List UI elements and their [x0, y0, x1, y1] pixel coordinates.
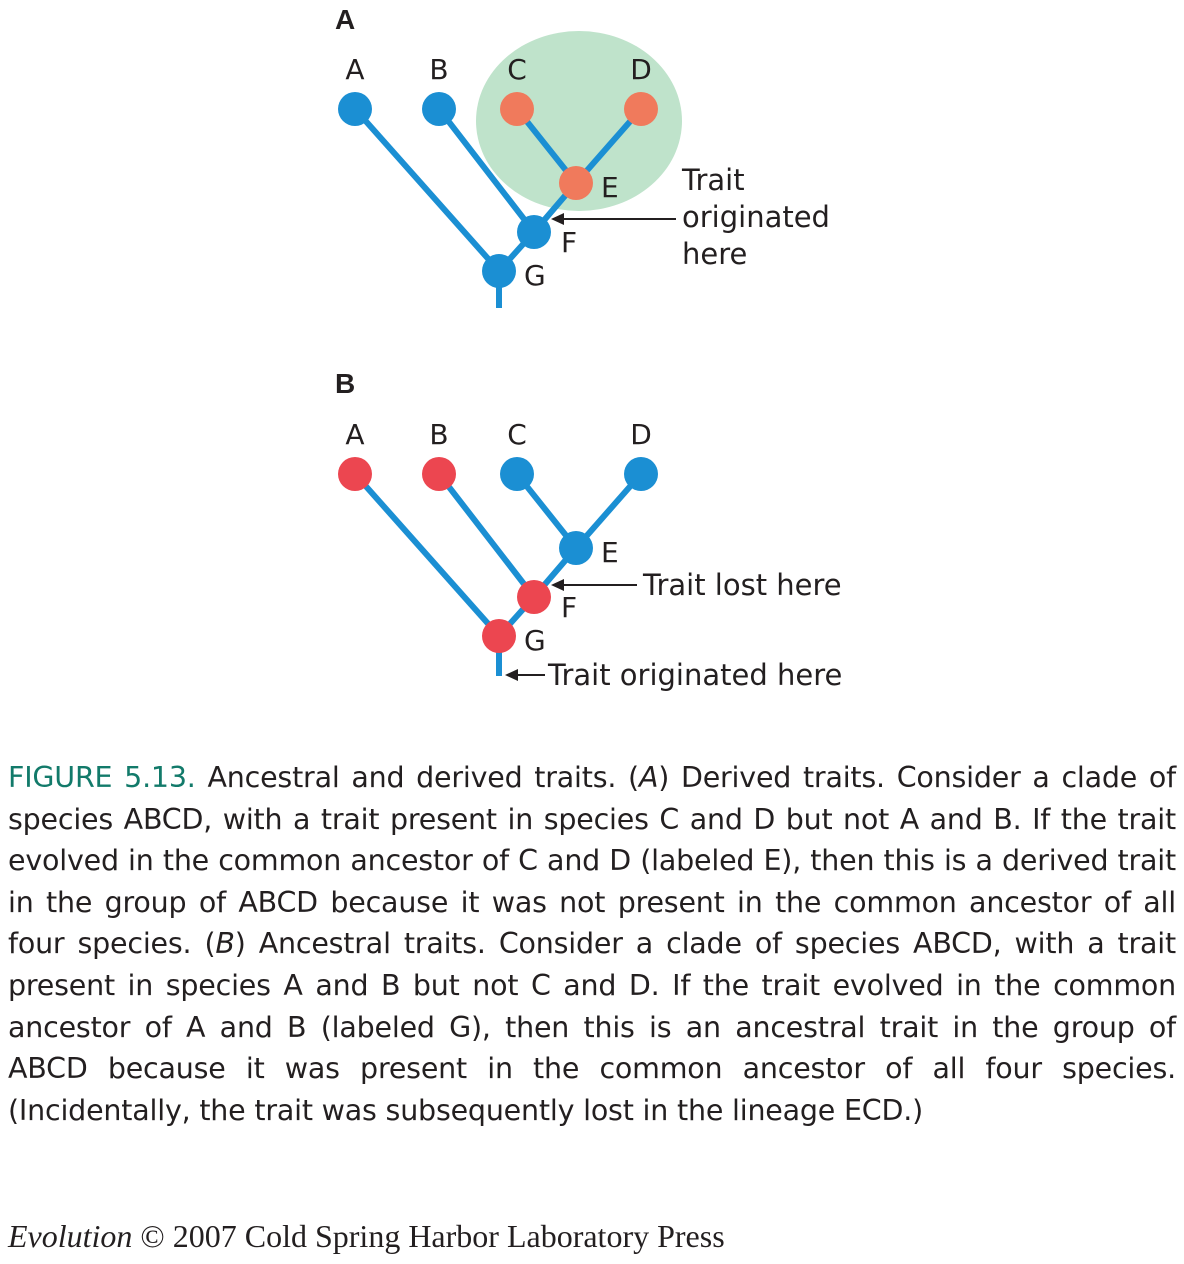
panel-b-node-d [624, 457, 658, 491]
panel-a-note-line-1: Trait [681, 163, 745, 197]
panel-b-node-label-e: E [601, 536, 619, 569]
panel-b-branch-g-a [352, 472, 502, 638]
panel-b-nodes [338, 457, 658, 653]
panel-a-node-g [482, 254, 516, 288]
panel-a-origin-arrow-head [551, 213, 564, 225]
panel-a-node-label-e: E [601, 171, 619, 204]
panel-b-labels: A B C D E F G [345, 418, 651, 657]
panel-a-taxon-a: A [345, 53, 364, 86]
panel-a-node-d [624, 92, 658, 126]
phylogeny-diagram: A A B C D E F G [335, 4, 842, 692]
panel-a-node-label-f: F [561, 226, 577, 259]
figure-caption: FIGURE 5.13. Ancestral and derived trait… [8, 757, 1176, 1131]
panel-b-node-a [338, 457, 372, 491]
panel-a-node-e [559, 166, 593, 200]
panel-a-note-line-3: here [682, 237, 747, 271]
panel-b-taxon-c: C [507, 418, 527, 451]
caption-part-3: ) Ancestral traits. Consider a clade of … [8, 927, 1176, 1127]
panel-a-origin-annotation: Trait originated here [551, 163, 830, 271]
panel-b-node-label-g: G [524, 624, 546, 657]
credit-rest: © 2007 Cold Spring Harbor Laboratory Pre… [132, 1218, 725, 1254]
panel-b-node-b [422, 457, 456, 491]
caption-part-1: Ancestral and derived traits. ( [195, 761, 639, 794]
panel-b-node-c [500, 457, 534, 491]
panel-b-loss-annotation: Trait lost here [551, 568, 842, 602]
panel-a-nodes [338, 92, 658, 288]
panel-b-branch-f-b [436, 472, 537, 599]
panel-a-node-c [500, 92, 534, 126]
panel-b-node-f [517, 580, 551, 614]
panel-b-taxon-d: D [630, 418, 652, 451]
panel-a-node-label-g: G [524, 259, 546, 292]
panel-b-node-label-f: F [561, 591, 577, 624]
panel-b-origin-arrow-head [505, 669, 518, 681]
panel-a-taxon-b: B [429, 53, 448, 86]
panel-a-node-b [422, 92, 456, 126]
panel-b-taxon-a: A [345, 418, 364, 451]
panel-a-taxon-c: C [507, 53, 527, 86]
panel-b-loss-arrow-head [551, 579, 564, 591]
credit-book-title: Evolution [8, 1218, 133, 1254]
panel-a-branch-f-b [436, 107, 537, 234]
panel-b-letter: B [335, 368, 355, 399]
panel-b-note-lost: Trait lost here [642, 568, 842, 602]
panel-b-node-g [482, 619, 516, 653]
panel-b-taxon-b: B [429, 418, 448, 451]
copyright-credit: Evolution © 2007 Cold Spring Harbor Labo… [8, 1218, 725, 1255]
panel-b-origin-annotation: Trait originated here [505, 658, 842, 692]
panel-a-note-line-2: originated [682, 200, 830, 234]
panel-a: A A B C D E F G [335, 4, 830, 308]
panel-a-node-f [517, 215, 551, 249]
panel-a-clade-highlight [476, 31, 682, 211]
panel-a-node-a [338, 92, 372, 126]
panel-b-node-e [559, 531, 593, 565]
panel-a-taxon-d: D [630, 53, 652, 86]
panel-b: B A B C D E F G [335, 368, 842, 692]
caption-ref-b: B [215, 927, 235, 961]
caption-part-2: ) Derived traits. Consider a clade of sp… [8, 761, 1176, 961]
caption-ref-a: A [638, 761, 659, 794]
panel-a-branch-g-a [352, 107, 502, 273]
figure-label: FIGURE 5.13. [8, 761, 196, 794]
panel-a-labels: A B C D E F G [345, 53, 651, 292]
panel-a-letter: A [335, 4, 355, 35]
panel-b-note-origin: Trait originated here [547, 658, 842, 692]
